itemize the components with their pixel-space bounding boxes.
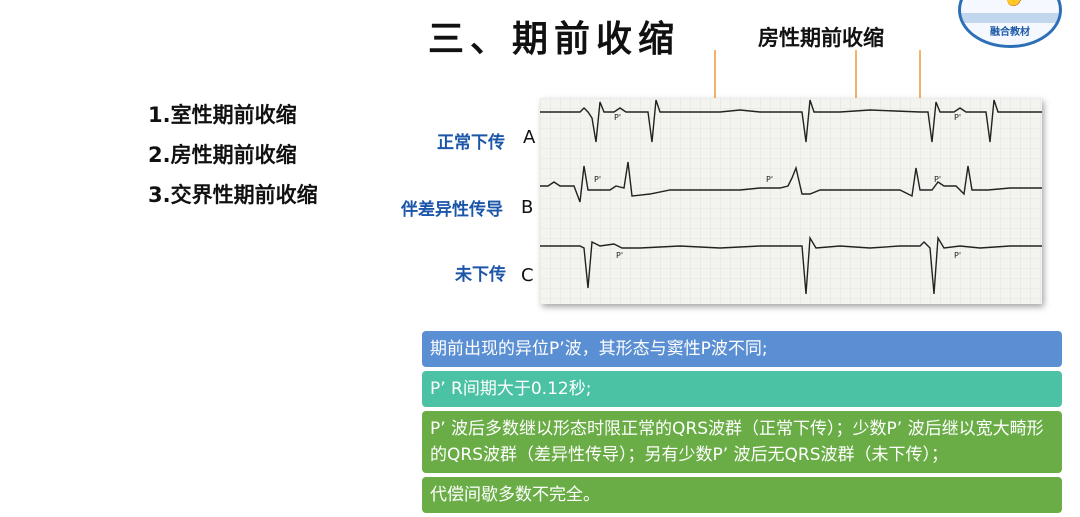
row-letter-b: B bbox=[521, 197, 534, 218]
row-letter-c: C bbox=[521, 265, 534, 286]
p-prime-marker: P' bbox=[614, 113, 621, 122]
p-prime-marker: P' bbox=[954, 113, 961, 122]
slide-title: 三、期前收缩 bbox=[428, 19, 681, 60]
hand-icon: ✋ bbox=[1001, 0, 1028, 8]
criteria-item-2: P’ R间期大于0.12秒; bbox=[422, 371, 1062, 407]
p-prime-marker: P' bbox=[616, 251, 623, 260]
criteria-item-4: 代偿间歇多数不完全。 bbox=[422, 477, 1062, 513]
ecg-trace-c bbox=[540, 235, 1042, 295]
type-item: 2.房性期前收缩 bbox=[148, 143, 297, 167]
ecg-trace-a bbox=[540, 99, 1042, 143]
row-letter-a: A bbox=[523, 127, 536, 148]
ecg-strip-image: P' P' P' P' P' P' P' bbox=[540, 98, 1042, 304]
p-prime-marker: P' bbox=[954, 251, 961, 260]
criteria-item-3: P’ 波后多数继以形态时限正常的QRS波群（正常下传）；少数P’ 波后继以宽大畸… bbox=[422, 411, 1062, 473]
annotation-label: 房性期前收缩 bbox=[758, 26, 884, 50]
ecg-trace-b bbox=[540, 161, 1042, 203]
premature-types-list: 1.室性期前收缩 2.房性期前收缩 3.交界性期前收缩 bbox=[148, 100, 318, 220]
logo-band bbox=[961, 13, 1059, 23]
type-item: 3.交界性期前收缩 bbox=[148, 183, 318, 207]
ecg-traces: P' P' P' P' P' P' P' bbox=[540, 98, 1042, 304]
row-label-a: 正常下传 bbox=[437, 133, 505, 153]
type-item: 1.室性期前收缩 bbox=[148, 103, 297, 127]
row-label-c: 未下传 bbox=[455, 265, 506, 285]
p-prime-marker: P' bbox=[934, 175, 941, 184]
p-prime-marker: P' bbox=[594, 175, 601, 184]
row-label-b: 伴差异性传导 bbox=[401, 200, 503, 220]
logo-text: 融合教材 bbox=[990, 27, 1030, 38]
criteria-list: 期前出现的异位P’波，其形态与窦性P波不同; P’ R间期大于0.12秒; P’… bbox=[422, 331, 1062, 517]
textbook-logo: ✋ 融合教材 bbox=[958, 0, 1062, 48]
p-prime-marker: P' bbox=[766, 175, 773, 184]
criteria-item-1: 期前出现的异位P’波，其形态与窦性P波不同; bbox=[422, 331, 1062, 367]
